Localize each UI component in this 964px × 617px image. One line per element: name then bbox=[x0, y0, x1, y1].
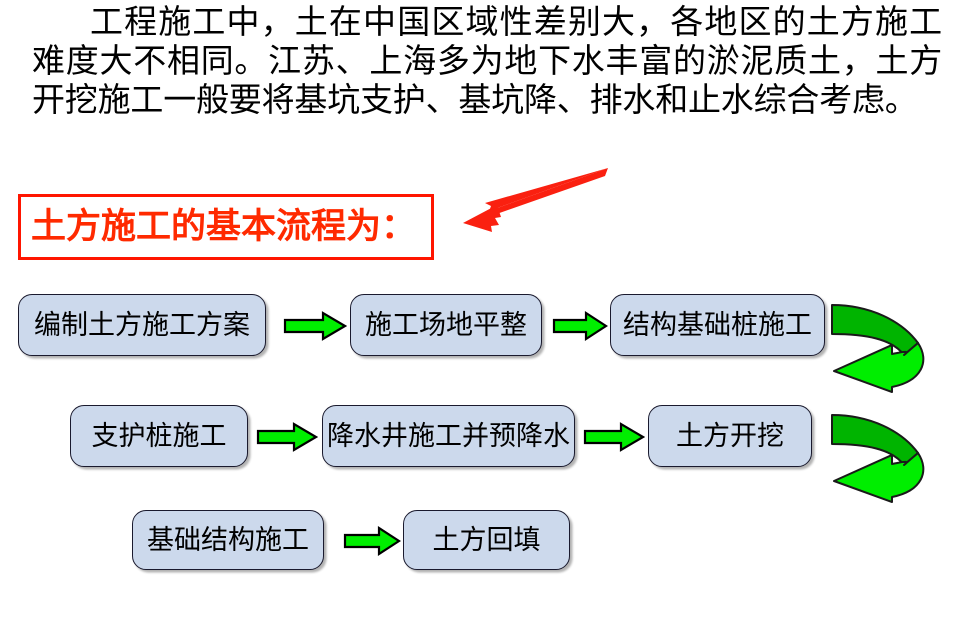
right-arrow-icon bbox=[552, 310, 608, 342]
flow-box-structural-foundation-piles[interactable]: 结构基础桩施工 bbox=[610, 294, 825, 356]
right-arrow-icon bbox=[256, 422, 318, 452]
red-pointer-arrow-icon bbox=[463, 168, 608, 232]
flow-box-earth-excavation[interactable]: 土方开挖 bbox=[648, 405, 812, 467]
flow-box-foundation-structure-construction[interactable]: 基础结构施工 bbox=[132, 510, 324, 570]
right-arrow-icon bbox=[343, 525, 401, 557]
flow-box-site-leveling[interactable]: 施工场地平整 bbox=[350, 294, 542, 356]
flow-box-label: 土方回填 bbox=[432, 524, 541, 555]
flow-box-label: 编制土方施工方案 bbox=[34, 309, 250, 340]
flow-box-label: 土方开挖 bbox=[676, 420, 784, 451]
flow-box-label: 降水井施工并预降水 bbox=[327, 420, 570, 451]
flow-box-label: 基础结构施工 bbox=[147, 524, 309, 555]
flow-box-earth-backfill[interactable]: 土方回填 bbox=[403, 510, 570, 570]
right-arrow-icon bbox=[283, 311, 347, 341]
wrap-around-arrow-icon bbox=[831, 304, 925, 393]
right-arrow-icon bbox=[583, 422, 645, 452]
flow-box-label: 支护桩施工 bbox=[91, 420, 227, 451]
heading-highlight-box: 土方施工的基本流程为： bbox=[18, 194, 434, 260]
wrap-around-arrow-icon bbox=[831, 414, 925, 503]
flow-box-retaining-pile-construction[interactable]: 支护桩施工 bbox=[70, 405, 248, 467]
flow-box-dewatering-well-and-pre-dewatering[interactable]: 降水井施工并预降水 bbox=[322, 405, 575, 467]
flow-box-prepare-earthwork-plan[interactable]: 编制土方施工方案 bbox=[18, 294, 266, 356]
intro-paragraph: 工程施工中，土在中国区域性差别大，各地区的土方施工难度大不相同。江苏、上海多为地… bbox=[32, 5, 942, 119]
heading-text: 土方施工的基本流程为： bbox=[31, 207, 417, 246]
flow-box-label: 结构基础桩施工 bbox=[623, 309, 812, 340]
flow-box-label: 施工场地平整 bbox=[365, 309, 527, 340]
